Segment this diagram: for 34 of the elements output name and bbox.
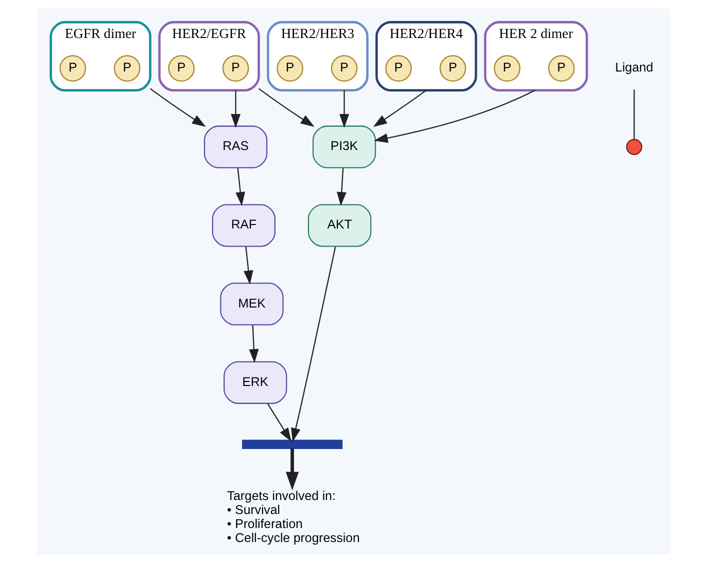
arrow — [336, 168, 346, 206]
node-box: MEK — [220, 282, 284, 326]
node-bar — [242, 440, 342, 449]
node-box: PI3K — [312, 126, 376, 168]
node-circle: P — [439, 55, 466, 82]
arrow — [290, 246, 336, 442]
arrow — [285, 448, 298, 490]
arrow — [338, 90, 349, 128]
arrow — [235, 168, 245, 206]
node-text: Ligand — [614, 60, 653, 75]
node-box: AKT — [307, 204, 371, 247]
node-box: RAS — [203, 126, 267, 168]
node-circle: P — [276, 55, 303, 82]
arrow — [149, 88, 206, 127]
node-circle: P — [222, 55, 248, 82]
node-box: RAF — [212, 204, 276, 247]
arrow — [373, 90, 535, 143]
connector — [633, 90, 634, 140]
arrow — [266, 403, 291, 442]
node-circle: P — [493, 55, 520, 82]
arrow — [248, 325, 258, 363]
node-circle: P — [59, 55, 86, 82]
node-circle: P — [168, 55, 194, 82]
node-circle — [626, 138, 642, 156]
arrow — [372, 90, 426, 127]
node-circle: P — [113, 55, 140, 82]
node-circle: P — [384, 55, 412, 82]
node-box: ERK — [223, 361, 287, 404]
node-circle: P — [548, 55, 574, 82]
node-text: Targets involved in: • Survival • Proliferation • Cell-cycle progression — [226, 489, 360, 545]
arrow — [258, 88, 314, 127]
node-circle: P — [330, 55, 358, 82]
arrow — [243, 246, 253, 284]
arrow — [230, 90, 240, 128]
